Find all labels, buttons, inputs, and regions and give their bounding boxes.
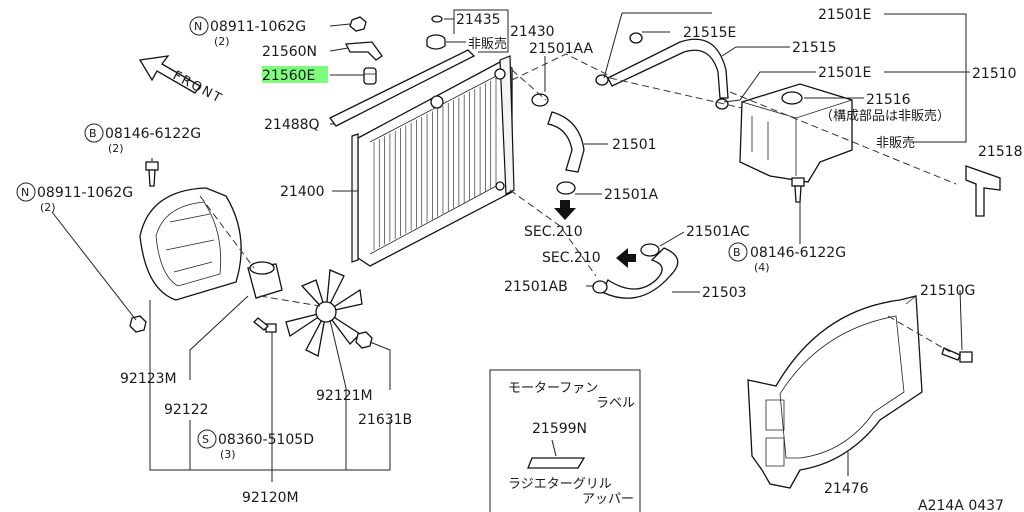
label-08911-1062g-top[interactable]: 08911-1062G [210,19,306,35]
label-21501ac[interactable]: 21501AC [686,224,750,240]
label-08146-6122g-left[interactable]: 08146-6122G [105,126,201,142]
mount-bracket[interactable] [344,41,383,61]
reservoir-tank[interactable] [739,83,853,183]
label-21560n[interactable]: 21560N [262,44,317,60]
label-21503[interactable]: 21503 [702,285,747,301]
fan-shroud-left[interactable] [139,187,242,301]
shroud-bolt[interactable] [941,347,973,363]
nut-left[interactable] [129,315,147,333]
fan-motor[interactable] [247,261,283,299]
label-21400[interactable]: 21400 [280,184,325,200]
nut-top[interactable] [349,16,367,32]
diagram-id: A214A 0437 [918,498,1004,512]
inset-line4: アッパー [582,492,634,507]
leader-lines [51,9,970,482]
label-21631b[interactable]: 21631B [358,412,412,428]
inset-part-21599n[interactable]: 21599N [532,421,587,437]
symbol-b-right: B [733,246,741,259]
sec210-arrow-left [616,248,636,268]
label-21560e[interactable]: 21560E [262,68,315,84]
label-21476[interactable]: 21476 [824,481,869,497]
seal-strip[interactable] [329,49,476,127]
label-92123m[interactable]: 92123M [120,371,177,387]
callout-labels: 08911-1062G (2) 21560N 21560E 21488Q 081… [37,7,1023,506]
label-21488q[interactable]: 21488Q [264,117,320,133]
label-21430[interactable]: 21430 [510,24,555,40]
inset-line3: ラジエターグリル [508,477,612,492]
label-inset-box: モーターファン ラベル 21599N ラジエターグリル アッパー [489,369,641,512]
symbol-s-bottom: S [202,433,209,446]
label-21510[interactable]: 21510 [972,66,1017,82]
circle-symbols: N B N B S [16,16,748,449]
front-label: FRONT [170,68,225,107]
symbol-n-left: N [21,186,29,199]
label-qty-2-left: (2) [108,142,124,155]
label-21501ab[interactable]: 21501AB [504,279,568,295]
motor-screw[interactable] [253,317,277,333]
label-21501e-mid[interactable]: 21501E [818,65,871,81]
label-21501aa[interactable]: 21501AA [529,41,594,57]
clamp-21501ac[interactable] [640,243,660,257]
label-component-not-sold: （構成部品は非販売） [820,108,950,124]
upper-hose[interactable] [547,111,585,173]
clamp-21501aa[interactable] [531,93,549,107]
overflow-hose[interactable] [607,38,729,99]
fan-shroud-right[interactable] [747,295,923,489]
inset-line1: モーターファン [508,381,598,396]
radiator-fins [373,78,497,250]
label-qty-2-top: (2) [214,35,230,48]
rubber-mount[interactable] [363,67,377,85]
label-21501[interactable]: 21501 [612,137,657,153]
clamp-21501e-mid[interactable] [715,98,729,110]
fan-blade[interactable] [285,269,363,357]
label-21515e[interactable]: 21515E [683,25,736,41]
label-08360-5105d[interactable]: 08360-5105D [218,432,314,448]
radiator-cap[interactable] [426,34,446,50]
lower-hose[interactable] [601,247,679,299]
reservoir-bracket[interactable] [965,165,1001,217]
bolt-right[interactable] [791,177,805,203]
label-92122[interactable]: 92122 [164,402,209,418]
symbol-b-left: B [89,127,97,140]
label-21515[interactable]: 21515 [792,40,837,56]
label-21501e-top[interactable]: 21501E [818,7,871,23]
label-sec210-top[interactable]: SEC.210 [524,224,583,240]
dashed-lines [199,53,957,353]
clamp-21501a[interactable] [556,181,576,195]
label-not-sold-2: 非販売 [876,135,915,151]
label-21516[interactable]: 21516 [866,92,911,108]
inset-line2: ラベル [596,396,635,411]
label-not-sold-1: 非販売 [468,36,507,52]
label-08911-1062g-left[interactable]: 08911-1062G [37,185,133,201]
radiator-core[interactable] [351,55,515,267]
bolt-left[interactable] [145,161,159,187]
symbol-n-top: N [194,20,202,33]
clamp-21515e[interactable] [629,32,643,44]
label-21510g[interactable]: 21510G [920,283,975,299]
label-21501a[interactable]: 21501A [604,187,659,203]
label-21518[interactable]: 21518 [978,144,1023,160]
label-92120m[interactable]: 92120M [242,490,299,506]
fan-nut[interactable] [355,331,373,349]
label-qty-3: (3) [220,448,236,461]
clamp-21501ab[interactable] [592,280,608,294]
label-08146-6122g-right[interactable]: 08146-6122G [750,245,846,261]
label-qty-4: (4) [754,261,770,274]
highlight-21560e [262,66,328,83]
label-21435[interactable]: 21435 [456,12,501,28]
drain-plug-21435[interactable] [431,15,443,23]
label-qty-2-left-n: (2) [40,201,56,214]
label-92121m[interactable]: 92121M [316,388,373,404]
label-sec210-bottom[interactable]: SEC.210 [542,250,601,266]
clamp-21501e-top[interactable] [595,74,609,86]
front-arrow: FRONT [138,55,225,107]
sec210-arrow-down [554,200,576,220]
